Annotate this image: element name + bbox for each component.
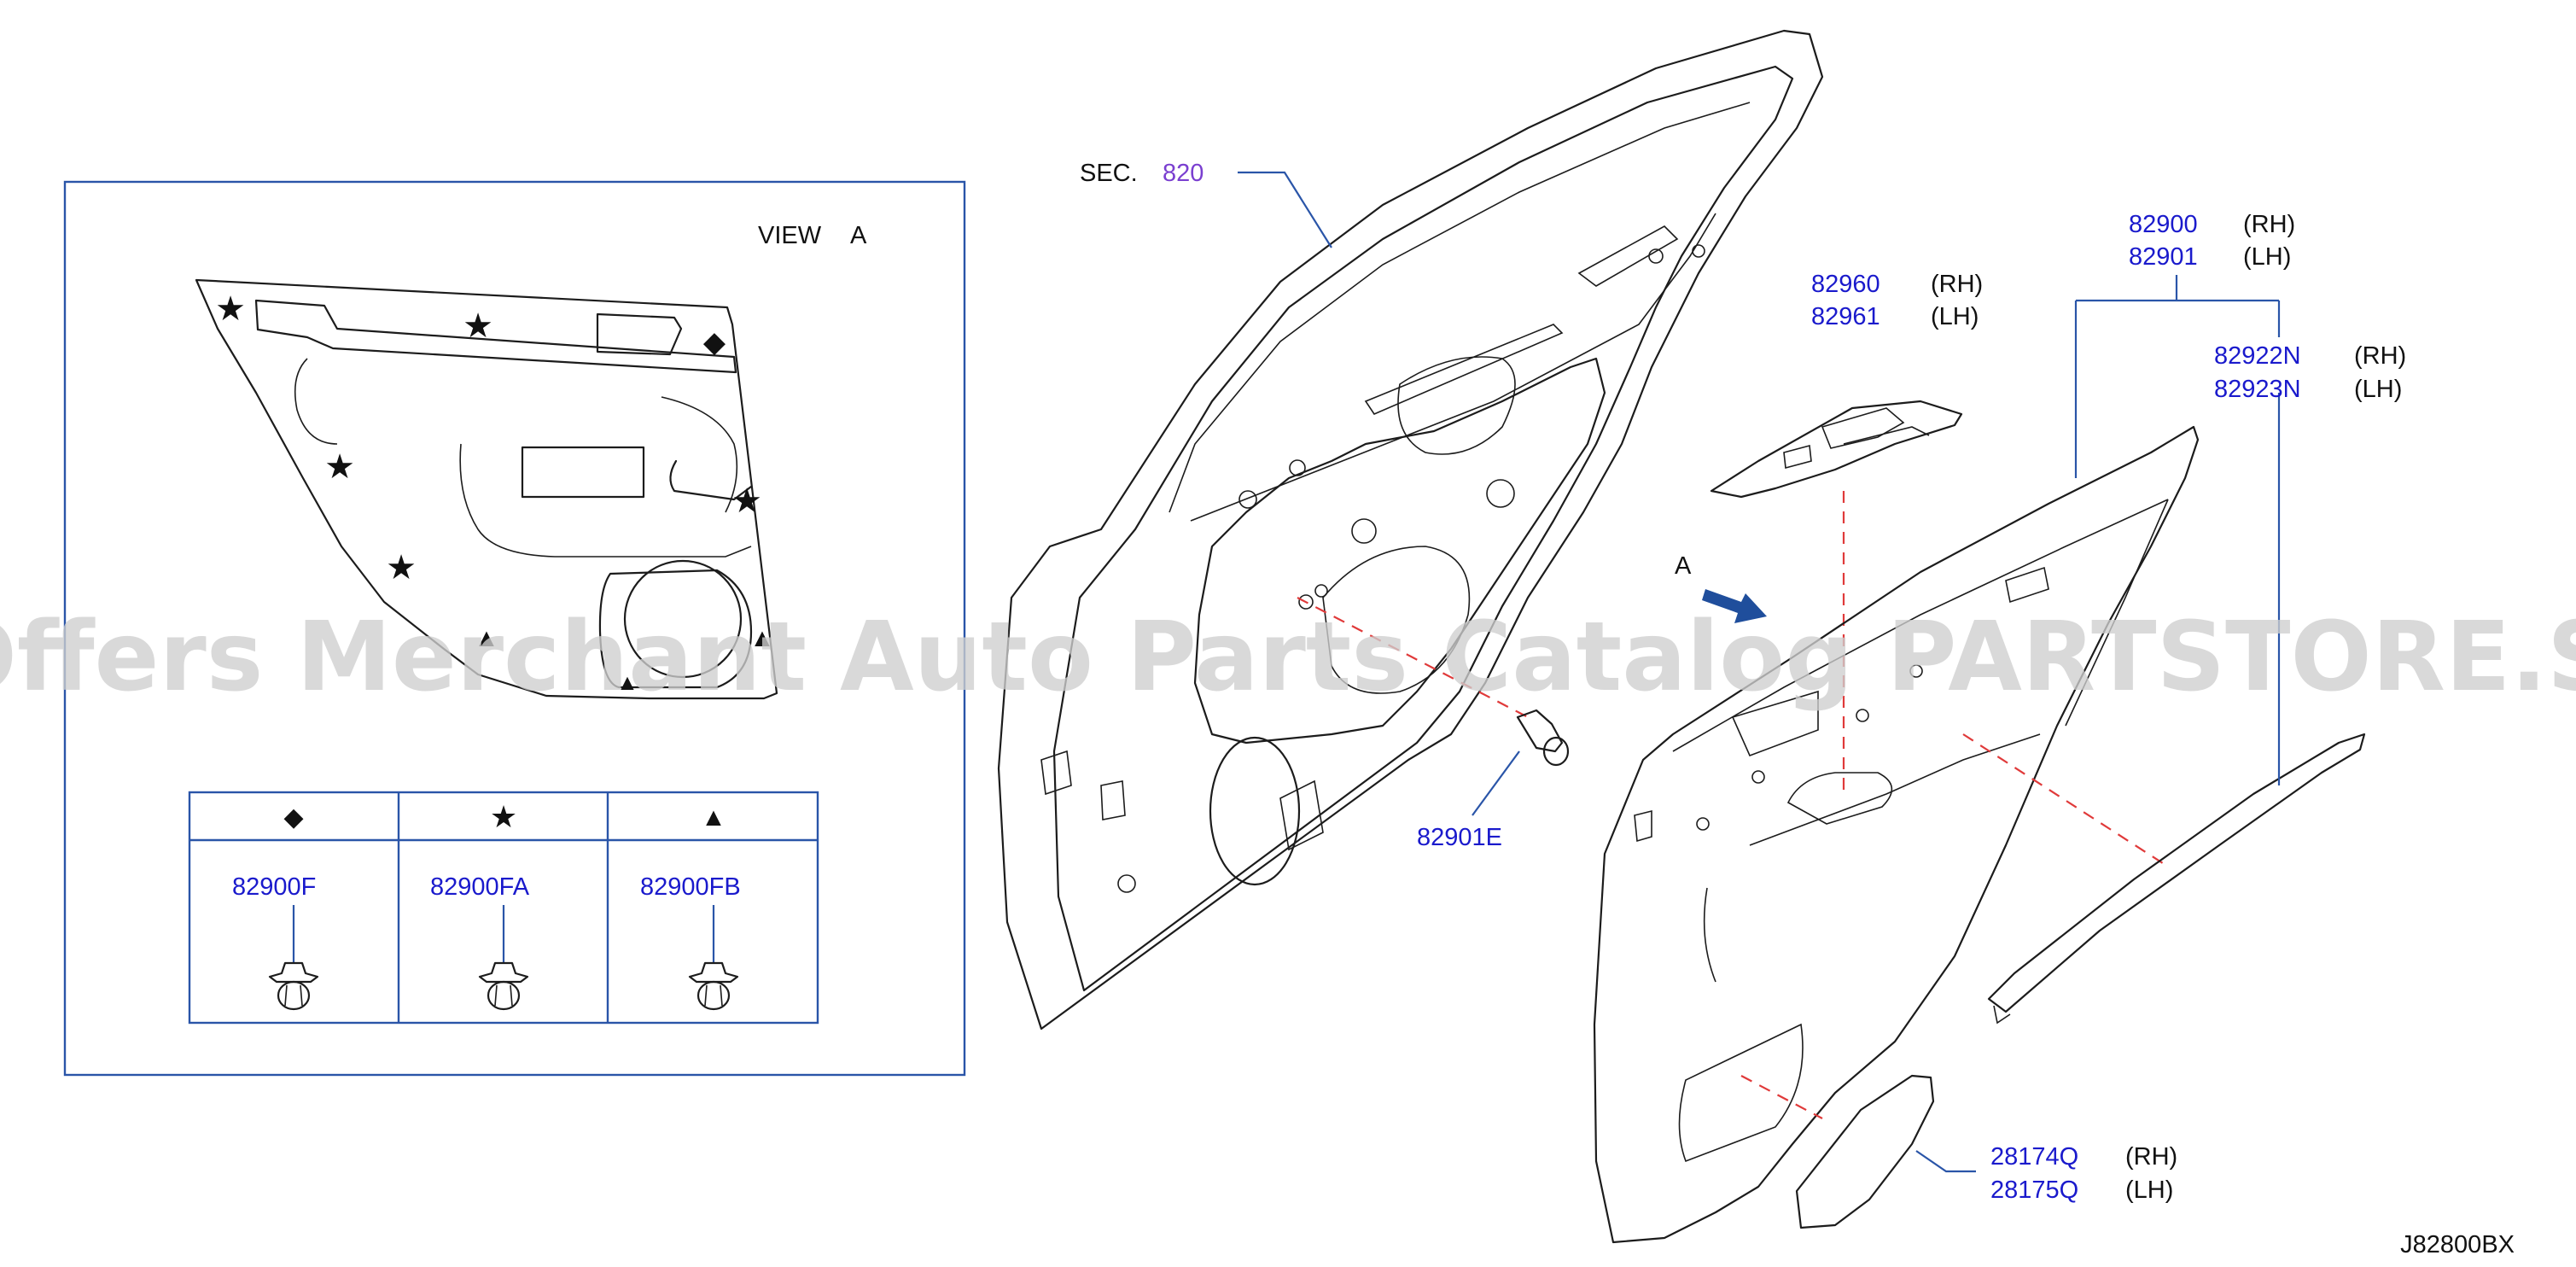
clip-markers: ★ ★ ◆ ★ ★ ★ ▲ ▲ ▲ xyxy=(215,290,775,695)
clip-icon xyxy=(268,905,319,1011)
door-moulding xyxy=(1987,393,2366,1025)
door-trim-back-view xyxy=(195,278,778,700)
star-marker: ★ xyxy=(731,482,762,520)
clip-legend-table: ◆ ★ ▲ 82900F 82900FA 82900FB xyxy=(188,791,819,1025)
clip-icon xyxy=(478,905,529,1011)
diamond-marker: ◆ xyxy=(703,326,726,359)
section-number[interactable]: 820 xyxy=(1163,160,1203,187)
view-a-inset: VIEW A ★ ★ ◆ ★ ★ ★ ▲ ▲ ▲ xyxy=(63,180,966,1077)
part-side-rh: (RH) xyxy=(2243,211,2295,238)
arrow-label: A xyxy=(1675,552,1692,580)
part-side-rh: (RH) xyxy=(2354,342,2406,370)
view-a-frame xyxy=(63,180,966,1077)
part-number-82961[interactable]: 82961 xyxy=(1811,303,1880,330)
part-number-28175q[interactable]: 28175Q xyxy=(1990,1176,2078,1204)
triangle-marker: ▲ xyxy=(474,624,499,652)
star-marker: ★ xyxy=(463,307,493,345)
speaker-grille xyxy=(1795,1074,1976,1229)
part-side-rh: (RH) xyxy=(1931,271,1983,298)
part-number-82960[interactable]: 82960 xyxy=(1811,271,1880,298)
section-prefix: SEC. xyxy=(1080,160,1138,187)
star-icon: ★ xyxy=(490,799,517,834)
speaker-grille-labels: 28174Q (RH) 28175Q (LH) xyxy=(1990,1143,2177,1204)
moulding-labels: 82922N (RH) 82923N (LH) xyxy=(2214,342,2406,403)
part-number-28174q[interactable]: 28174Q xyxy=(1990,1143,2078,1171)
star-marker: ★ xyxy=(386,549,417,587)
door-trim-labels: 82900 (RH) 82901 (LH) xyxy=(2074,211,2295,478)
door-inner-panel xyxy=(997,29,1824,1031)
section-reference: SEC. 820 xyxy=(1080,160,1332,248)
part-number-82900[interactable]: 82900 xyxy=(2129,211,2198,238)
star-marker: ★ xyxy=(324,448,355,486)
part-side-lh: (LH) xyxy=(2243,243,2291,271)
view-a-letter: A xyxy=(850,222,867,249)
diagram-code: J82800BX xyxy=(2400,1231,2515,1258)
part-side-lh: (LH) xyxy=(2125,1176,2173,1204)
trim-clip-82901e: 82901E xyxy=(1297,597,1570,851)
part-number-82922n[interactable]: 82922N xyxy=(2214,342,2301,370)
triangle-marker: ▲ xyxy=(749,624,775,652)
switch-finisher-labels: 82960 (RH) 82961 (LH) xyxy=(1811,271,1983,330)
view-a-title: VIEW xyxy=(758,222,822,249)
part-side-lh: (LH) xyxy=(2354,376,2402,403)
triangle-marker: ▲ xyxy=(616,669,638,695)
view-a-arrow: A xyxy=(1675,552,1767,623)
legend-part-diamond[interactable]: 82900F xyxy=(232,873,316,901)
legend-part-triangle[interactable]: 82900FB xyxy=(640,873,741,901)
clip-icon xyxy=(688,905,739,1011)
legend-part-star[interactable]: 82900FA xyxy=(430,873,530,901)
watermark: Offers Merchant Auto Parts Catalog PARTS… xyxy=(0,602,2576,713)
part-number-82901e[interactable]: 82901E xyxy=(1417,824,1502,851)
part-number-82901[interactable]: 82901 xyxy=(2129,243,2198,271)
door-trim-assembly xyxy=(1593,425,2200,1244)
part-number-82923n[interactable]: 82923N xyxy=(2214,376,2301,403)
part-side-rh: (RH) xyxy=(2125,1143,2177,1171)
triangle-icon: ▲ xyxy=(701,803,726,832)
diamond-icon: ◆ xyxy=(283,803,303,832)
star-marker: ★ xyxy=(215,290,246,328)
switch-finisher xyxy=(1710,400,1963,794)
arrow-icon xyxy=(1702,589,1767,623)
part-side-lh: (LH) xyxy=(1931,303,1979,330)
